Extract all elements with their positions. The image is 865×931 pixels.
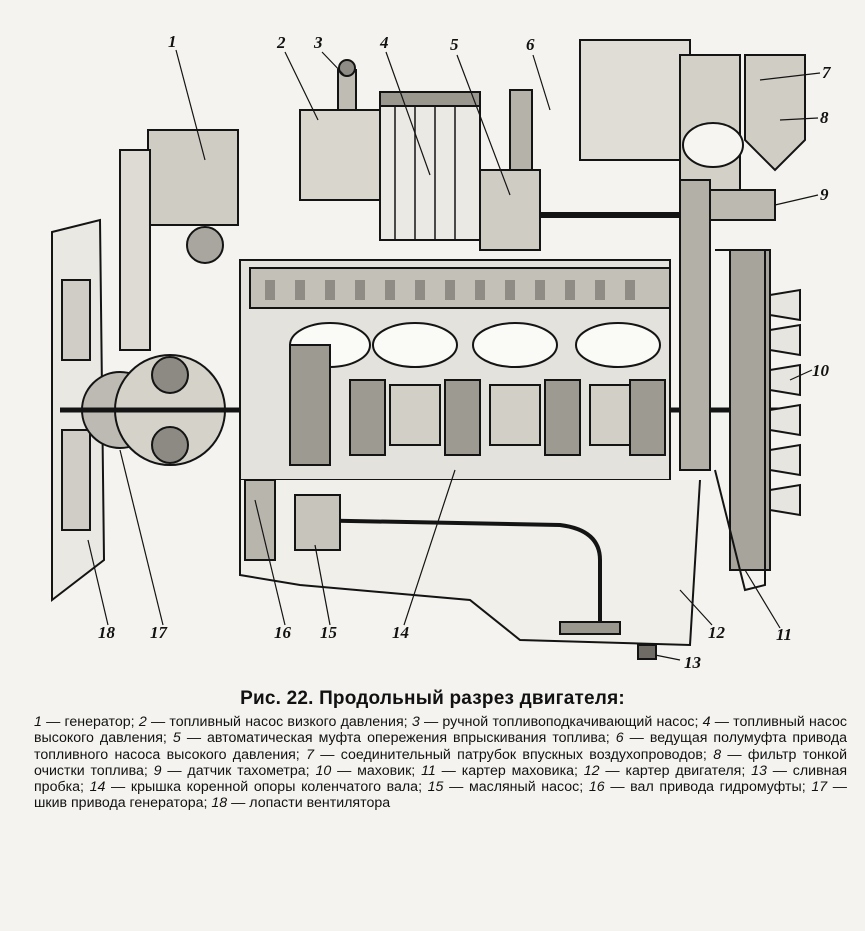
- gear-train: [679, 179, 711, 471]
- flywheel-housing: [714, 249, 766, 592]
- crank-web: [349, 379, 386, 456]
- callout-7: 7: [822, 63, 832, 82]
- tacho-sensor: [704, 189, 776, 221]
- fan-plate: [61, 429, 91, 531]
- callout-4: 4: [379, 33, 389, 52]
- engine-section-drawing: 1 2 3 4 5 6 7 8 9 10 11 12 13 14 15 16 1…: [51, 32, 832, 672]
- crank-web: [629, 379, 666, 456]
- callout-13: 13: [684, 653, 702, 672]
- legend-number: 10: [315, 762, 332, 779]
- legend-text: — автоматическая муфта опережения впрыск…: [180, 730, 616, 747]
- crank-web: [444, 379, 481, 456]
- legend-number: 13: [751, 762, 767, 779]
- legend-number: 11: [421, 762, 436, 779]
- callout-2: 2: [276, 33, 286, 52]
- caption-legend: 1 — генератор; 2 — топливный насос визко…: [34, 714, 847, 812]
- legend-text: — топливный насос визкого давления;: [146, 714, 412, 730]
- legend-number: 3: [411, 714, 420, 730]
- legend-text: — лопасти вентилятора: [227, 795, 391, 812]
- caption-title: Рис. 22. Продольный разрез двигателя:: [240, 688, 625, 709]
- legend-text: — картер маховика;: [435, 762, 584, 779]
- legend-number: 2: [138, 714, 147, 730]
- legend-text: — шкив привода генератора;: [34, 779, 847, 812]
- legend-text: — картер двигателя;: [599, 762, 752, 779]
- callout-5: 5: [450, 35, 459, 54]
- legend-number: 17: [811, 779, 828, 796]
- callout-10: 10: [812, 361, 830, 380]
- camshaft: [249, 267, 671, 309]
- legend-number: 6: [615, 730, 624, 747]
- crank-web: [289, 344, 331, 466]
- legend-text: — сливная пробка;: [34, 762, 848, 796]
- callout-15: 15: [320, 623, 338, 642]
- legend-number: 18: [211, 795, 228, 812]
- legend-text: — вал привода гидромуфты;: [604, 779, 812, 796]
- drain-plug: [637, 644, 657, 660]
- legend-number: 7: [306, 746, 314, 763]
- callout-16: 16: [274, 623, 292, 642]
- legend-text: — ведущая полумуфта привода топливного н…: [34, 730, 848, 763]
- legend-text: — масляный насос;: [443, 779, 589, 796]
- advance-coupling: [479, 169, 541, 251]
- generator: [147, 129, 239, 226]
- legend-text: — ручной топливоподкачивающий насос;: [419, 714, 703, 730]
- legend-number: 16: [588, 779, 605, 796]
- legend-number: 8: [713, 746, 722, 763]
- callout-11: 11: [776, 625, 792, 644]
- legend-text: — датчик тахометра;: [161, 762, 316, 779]
- fan-plate: [61, 279, 91, 361]
- legend-number: 9: [153, 762, 162, 779]
- legend-number: 12: [583, 762, 600, 779]
- callout-17: 17: [150, 623, 169, 642]
- legend-number: 1: [34, 714, 42, 730]
- callout-8: 8: [820, 108, 829, 127]
- legend-text: — фильтр тонкой очистки топлива;: [34, 746, 848, 779]
- callout-3: 3: [313, 33, 323, 52]
- cylinder: [472, 322, 558, 368]
- legend-number: 14: [89, 779, 106, 796]
- callout-6: 6: [526, 35, 535, 54]
- figure-caption: Рис. 22. Продольный разрез двигателя: 1 …: [0, 688, 865, 812]
- intake-manifold: [579, 39, 691, 161]
- callout-9: 9: [820, 185, 829, 204]
- fuel-filter: [744, 54, 806, 172]
- legend-text: — генератор;: [41, 714, 139, 730]
- legend-number: 5: [172, 730, 181, 747]
- cylinder: [372, 322, 458, 368]
- callout-18: 18: [98, 623, 116, 642]
- callout-14: 14: [392, 623, 409, 642]
- fuel-pump-low: [299, 109, 381, 201]
- legend-text: — маховик;: [331, 762, 422, 779]
- cylinder: [575, 322, 661, 368]
- legend-text: — соединительный патрубок впускных возду…: [313, 746, 714, 763]
- crank-web: [544, 379, 581, 456]
- callout-1: 1: [168, 32, 177, 51]
- legend-number: 15: [427, 779, 444, 796]
- legend-text: — крышка коренной опоры коленчатого вала…: [105, 779, 428, 796]
- legend-text: — топливный насос высокого давления;: [34, 714, 847, 747]
- legend-number: 4: [702, 714, 711, 730]
- callout-12: 12: [708, 623, 726, 642]
- oil-pump: [294, 494, 341, 551]
